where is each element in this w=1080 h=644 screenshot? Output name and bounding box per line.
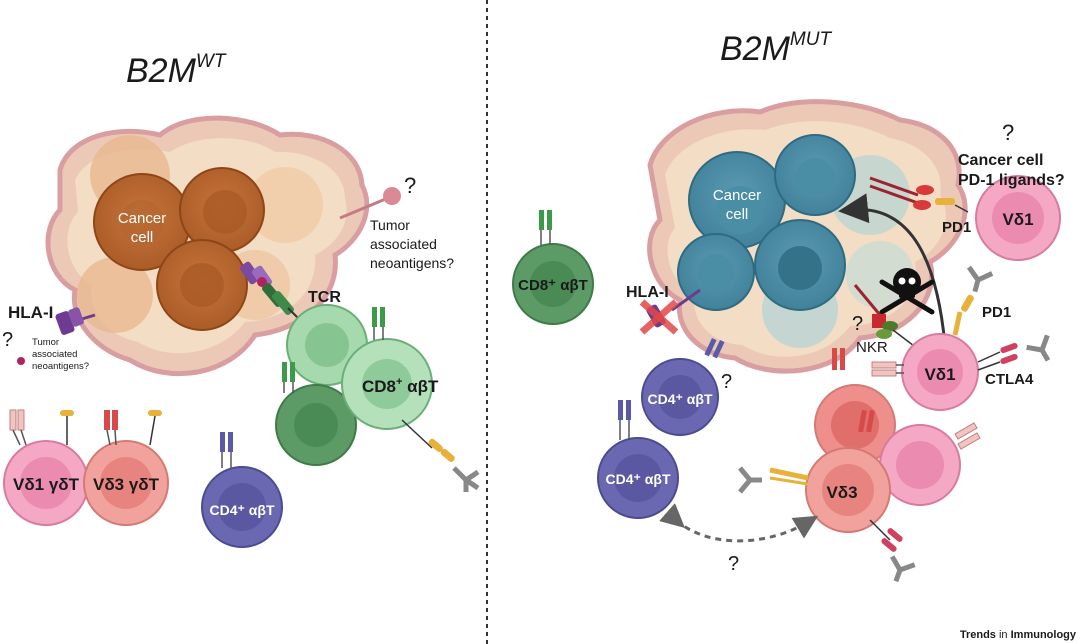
vd-receptor-icon [954, 422, 981, 450]
hla-lost-icon [639, 288, 701, 335]
tcr-receptor-icon [372, 307, 385, 340]
interaction-arrow [659, 503, 819, 543]
antibody-icon [889, 555, 916, 583]
vd1-label-right-top: Vδ1 [1002, 210, 1033, 229]
small-neo-label-1: Tumor [32, 337, 59, 348]
cd4-top-question: ? [721, 371, 732, 393]
vd-receptor-icon [871, 361, 904, 377]
vd1-cell-right-top [975, 175, 1061, 261]
vd1-cell-right-bottom [879, 424, 961, 506]
cd4-receptor-icon [220, 432, 233, 468]
small-neo-label-3: neoantigens? [32, 361, 89, 372]
journal-credit: Trends in Immunology [960, 629, 1077, 641]
pd1-ligands-label-1: Cancer cell [958, 152, 1043, 169]
vd3-ctla4-receptor-icon [869, 519, 903, 552]
cancer-cell-left-3 [156, 239, 248, 331]
antibody-icon [738, 466, 762, 494]
cancer-cell-right-2 [774, 134, 856, 216]
pd1-ligand-icon [869, 176, 934, 210]
cancer-cell-label-right: Cancer [713, 187, 761, 204]
cd8-cell-left-front [341, 338, 433, 430]
vd1-cell-right-mid [901, 333, 979, 411]
cancer-cell-left-2 [179, 167, 265, 253]
neoantigen-label-1: Tumor [370, 217, 410, 233]
neoantigen-icon [383, 187, 401, 205]
vd3-cell-right-back [814, 384, 896, 466]
nkr-label: NKR [856, 339, 888, 356]
cd4-label-left: CD4⁺ αβT [210, 502, 275, 518]
bottom-question: ? [728, 553, 739, 575]
cd8-cell-left-dark [275, 384, 357, 466]
pd1-ligands-label-2: PD-1 ligands? [958, 172, 1065, 189]
vd3-yellow-receptor-icon [148, 410, 162, 446]
nkr-receptor-icon [853, 284, 923, 353]
cancer-cell-label-left-2: cell [131, 229, 154, 246]
nkr-question: ? [852, 313, 863, 335]
cd4-label-right-bottom: CD4⁺ αβT [606, 471, 671, 487]
cd8-label-right: CD8⁺ αβT [518, 277, 588, 294]
pd1-mid-receptor-icon [952, 294, 974, 336]
cd4-label-right-top: CD4⁺ αβT [648, 391, 713, 407]
cd8-cell-right [512, 243, 594, 325]
cd4-cell-right-top [641, 358, 719, 436]
cd4-cell-left [201, 466, 283, 548]
ctla4-receptor-icon [977, 342, 1018, 371]
vd3-receptor-icon [104, 410, 118, 446]
kill-arrow [838, 193, 947, 346]
neoantigen-stalk [339, 196, 389, 220]
tcr-receptor-icon [282, 362, 295, 393]
neoantigen-label-2: associated [370, 236, 437, 252]
vd-receptor-icon [9, 409, 27, 446]
cd4-receptor-icon [618, 400, 631, 440]
right-title: B2MMUT [720, 29, 832, 68]
cancer-cell-label-right-2: cell [726, 206, 749, 223]
vd1-label-left: Vδ1 γδT [13, 475, 80, 494]
pale-cell [77, 257, 153, 333]
small-neo-label-2: associated [32, 349, 77, 360]
vd3-gdt-cell-left [83, 440, 169, 526]
cd8-label-left: CD8+ αβT [362, 376, 439, 396]
hla-molecule-left [55, 307, 96, 335]
vd3-label-left: Vδ3 γδT [93, 475, 160, 494]
hla-label-right: HLA-I [626, 284, 669, 301]
left-title: B2MWT [126, 51, 227, 90]
neoantigen-question: ? [404, 173, 416, 198]
vd3-label-right: Vδ3 [826, 483, 857, 502]
antibody-icon [1026, 334, 1051, 362]
cd4-cell-right-bottom [597, 437, 679, 519]
vd3-receptor-icon [832, 348, 875, 433]
vd3-yellow-receptor-icon [769, 467, 809, 486]
small-neoantigen-icon [17, 357, 25, 365]
antibody-icon [452, 466, 480, 492]
skull-crossbones-icon [879, 268, 935, 315]
pd1-receptor-icon [935, 198, 969, 213]
cd4-receptor-icon [704, 337, 725, 359]
tcr-hla-complex [239, 261, 303, 323]
vd3-cell-right-front [805, 447, 891, 533]
antibody-icon [966, 265, 994, 293]
small-question-left: ? [2, 329, 13, 351]
pd1-ligands-question: ? [1002, 120, 1014, 145]
cancer-cell-label-left: Cancer [118, 210, 166, 227]
pd1-label-mid: PD1 [982, 304, 1011, 321]
right-panel: B2MMUT Cancer cell [512, 29, 1065, 583]
pd1-label-top: PD1 [942, 219, 971, 236]
vd1-label-right-mid: Vδ1 [924, 365, 955, 384]
left-panel: B2MWT Cancer cell ? Tumor associated [2, 51, 480, 548]
neoantigen-label-3: neoantigens? [370, 255, 454, 271]
checkpoint-receptor-icon [401, 419, 455, 462]
cancer-cell-left-1 [93, 173, 191, 271]
hla-label-left: HLA-I [8, 303, 53, 322]
pale-cell [247, 167, 323, 243]
tcr-label: TCR [308, 289, 341, 306]
vd1-yellow-receptor-icon [60, 410, 74, 445]
tcr-receptor-icon [539, 210, 552, 245]
cancer-cell-right-4 [754, 219, 846, 311]
ctla4-label: CTLA4 [985, 371, 1034, 388]
